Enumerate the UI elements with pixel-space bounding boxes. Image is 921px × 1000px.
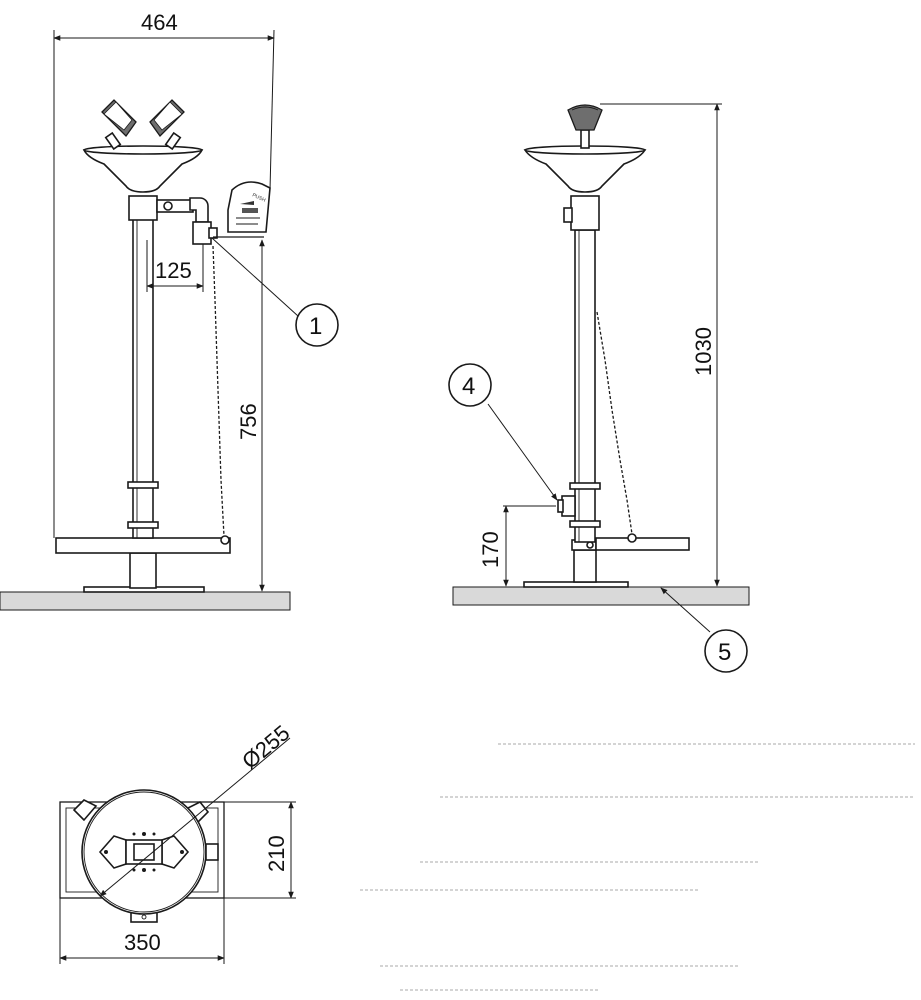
side-view: 1030 170 4 5 [448, 103, 750, 673]
front-offset-dimension: 125 [155, 258, 192, 283]
callout-4-label: 4 [462, 373, 475, 400]
front-right-spray-head [149, 99, 185, 151]
side-pull-chain [596, 311, 633, 535]
top-diameter-leader [99, 737, 291, 897]
side-pipe-ring [569, 520, 601, 528]
front-pipe-ring [127, 521, 159, 529]
front-side-pipe [156, 199, 194, 213]
front-upper-fitting [128, 195, 158, 221]
side-drain-valve [561, 495, 576, 517]
front-foot-pedal [55, 537, 231, 554]
side-total-height-dimension: 1030 [691, 327, 716, 376]
side-upper-fitting [570, 195, 600, 231]
callout-1-label: 1 [309, 313, 322, 340]
callout-4-circle [448, 363, 492, 407]
side-valve-height-dimension: 170 [478, 531, 503, 568]
front-main-pipe [132, 214, 154, 539]
faint-scan-lines [360, 743, 915, 991]
front-bowl [82, 149, 204, 193]
side-spray-head [567, 104, 603, 149]
side-floor [452, 586, 750, 606]
front-elbow [189, 197, 209, 223]
front-handle-height-dimension: 756 [236, 403, 261, 440]
top-view: Ø255 210 350 [59, 720, 296, 964]
top-depth-dimension: 210 [264, 835, 289, 872]
top-bracket-left [72, 799, 98, 822]
front-pull-chain [212, 245, 225, 537]
front-pipe-ring [127, 481, 159, 489]
side-foot-pedal [595, 537, 690, 551]
callout-5-circle [704, 629, 748, 673]
top-side-fitting [205, 843, 219, 861]
front-width-dimension: 464 [141, 10, 178, 35]
side-main-pipe [574, 229, 596, 543]
top-spray-assembly [98, 832, 190, 872]
side-pipe-ring [569, 482, 601, 490]
front-view: PUSH 464 125 756 [0, 10, 339, 611]
front-pedal-hook [220, 535, 230, 545]
front-push-flag [227, 181, 271, 233]
top-bowl-diameter-dimension: Ø255 [237, 720, 294, 774]
top-width-dimension: 350 [124, 930, 161, 955]
callout-1-circle [295, 303, 339, 347]
front-floor [0, 591, 291, 611]
callout-5-label: 5 [718, 639, 731, 666]
side-bowl [523, 149, 647, 193]
front-lower-stem [129, 552, 157, 589]
front-left-spray-head [101, 99, 137, 151]
svg-text:PUSH: PUSH [251, 192, 266, 203]
side-lower-stem [573, 549, 597, 583]
